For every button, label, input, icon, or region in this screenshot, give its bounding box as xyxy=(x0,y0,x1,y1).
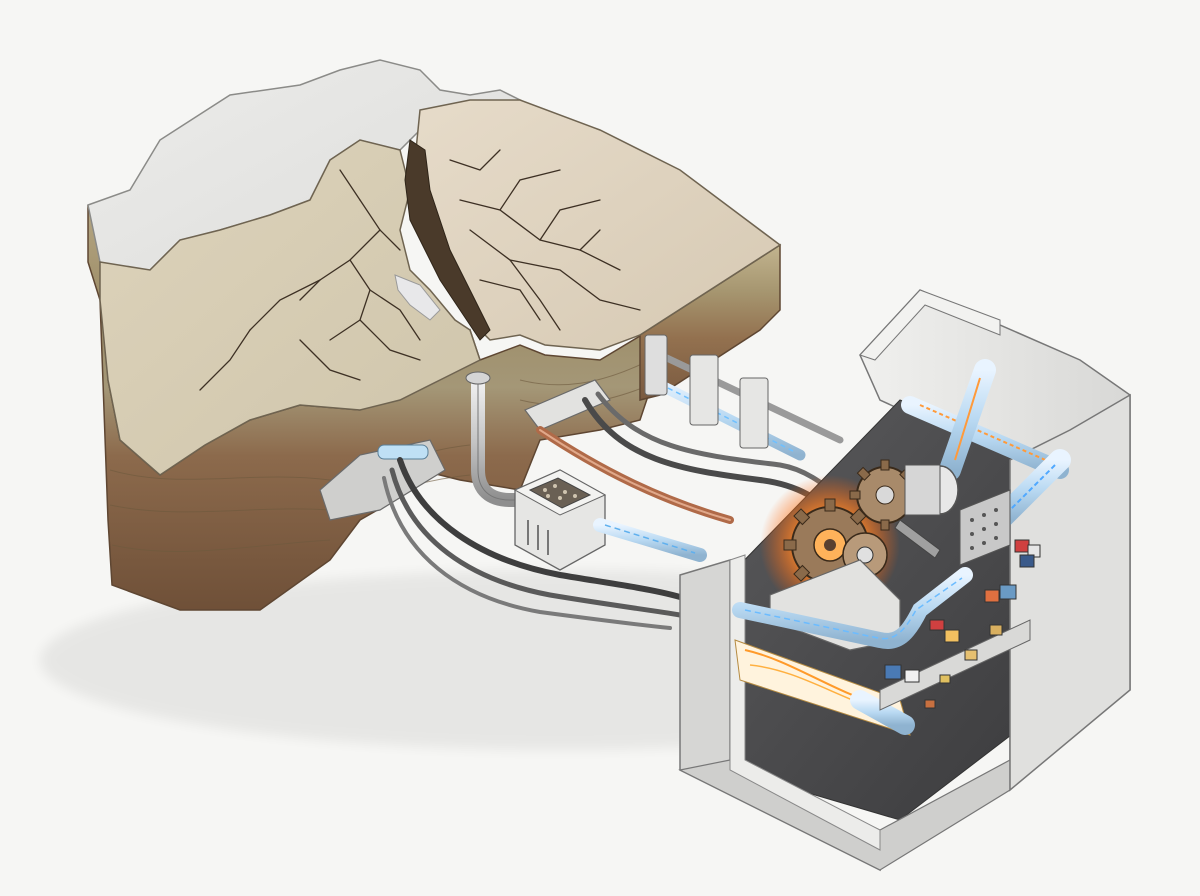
machine-upper-tube xyxy=(901,396,1069,479)
machine-bent-tube xyxy=(732,567,973,649)
terrain-block xyxy=(87,59,782,611)
terrain-fissure-water xyxy=(394,274,441,321)
terrain-fissure xyxy=(404,139,491,341)
machine-front-lip xyxy=(729,554,881,851)
cable-icon xyxy=(382,391,853,630)
component-block-icon xyxy=(884,539,1041,709)
pipe-collar xyxy=(465,371,491,385)
tunnel-inner-pipe xyxy=(377,444,429,460)
connector-bundle xyxy=(382,334,853,630)
machine-shelf xyxy=(879,619,1031,711)
terrain-top-left xyxy=(99,139,481,476)
machine-lower-tube xyxy=(850,690,915,735)
machine-drill xyxy=(894,519,941,559)
wall-mount-plate xyxy=(524,379,611,431)
machine-top-frame xyxy=(859,289,1001,361)
terrain-cracks xyxy=(199,149,641,391)
valve-icon xyxy=(644,334,844,461)
filter-icon xyxy=(513,469,607,571)
energy-machine xyxy=(678,289,1131,872)
